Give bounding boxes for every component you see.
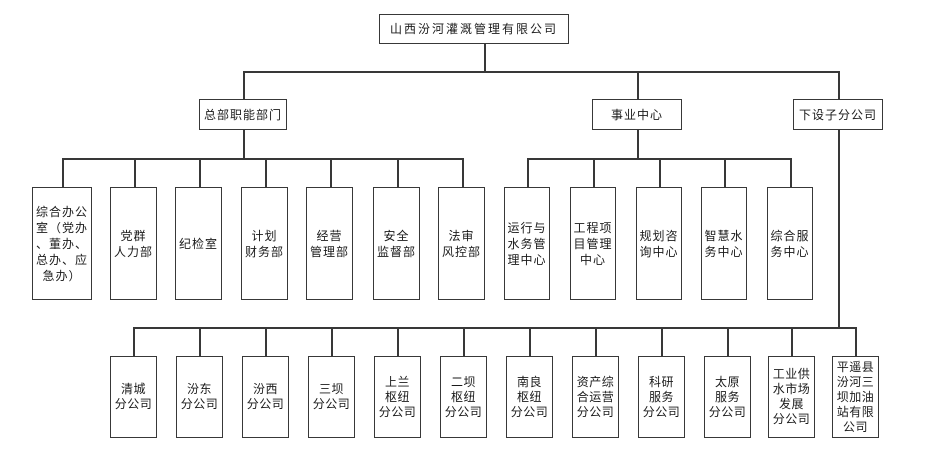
connector-line (529, 327, 531, 356)
org-node-fendong-branch: 汾东 分公司 (176, 356, 223, 438)
org-node-operation-water-mgmt: 运行与 水务管 理中心 (504, 187, 550, 300)
connector-line (659, 158, 661, 187)
connector-line (331, 327, 333, 356)
org-node-qingcheng-branch: 清城 分公司 (110, 356, 157, 438)
connector-line (791, 327, 793, 356)
org-node-root: 山西汾河灌溉管理有限公司 (379, 14, 569, 44)
org-node-general-office: 综合办公 室（党办 、董办、 总办、应 急办） (32, 187, 92, 300)
connector-line (724, 158, 726, 187)
org-node-hq: 总部职能部门 (199, 99, 287, 130)
connector-line (463, 327, 465, 356)
org-node-research-service-branch: 科研 服务 分公司 (638, 356, 685, 438)
connector-line (595, 327, 597, 356)
connector-subsidiaries-drop (838, 71, 840, 99)
org-node-sanba-branch: 三坝 分公司 (308, 356, 355, 438)
org-node-erba-hub-branch: 二坝 枢纽 分公司 (440, 356, 487, 438)
org-node-shanglan-hub-branch: 上兰 枢纽 分公司 (374, 356, 421, 438)
org-node-discipline-office: 纪检室 (175, 187, 222, 300)
org-node-operations-mgmt: 经营 管理部 (306, 187, 353, 300)
org-node-asset-operations-branch: 资产综 合运营 分公司 (572, 356, 619, 438)
connector-line (265, 158, 267, 187)
connector-line (855, 327, 857, 356)
org-node-project-mgmt: 工程项 目管理 中心 (570, 187, 616, 300)
connector-line (265, 327, 267, 356)
connector-line (62, 158, 64, 187)
org-node-pingyao-gas-station: 平遥县 汾河三 坝加油 站有限 公司 (832, 356, 879, 438)
connector-line (462, 158, 464, 187)
connector-subsidiaries-rail (133, 327, 856, 329)
org-node-taiyuan-service-branch: 太原 服务 分公司 (704, 356, 751, 438)
org-node-subsidiaries: 下设子分公司 (793, 99, 883, 130)
org-node-smart-water: 智慧水 务中心 (701, 187, 747, 300)
org-node-party-hr: 党群 人力部 (110, 187, 157, 300)
connector-line (527, 158, 529, 187)
org-node-fenxi-branch: 汾西 分公司 (242, 356, 289, 438)
connector-line (727, 327, 729, 356)
connector-hq-stem (243, 130, 245, 158)
org-node-planning-consulting: 规划咨 询中心 (636, 187, 682, 300)
connector-hq-drop (243, 71, 245, 99)
org-node-planning-finance: 计划 财务部 (241, 187, 288, 300)
org-node-legal-risk: 法审 风控部 (438, 187, 485, 300)
connector-line (661, 327, 663, 356)
connector-line (790, 158, 792, 187)
org-node-industrial-water-branch: 工业供 水市场 发展 分公司 (768, 356, 815, 438)
connector-subsidiaries-stem (838, 130, 840, 327)
org-node-safety-supervision: 安全 监督部 (373, 187, 420, 300)
connector-line (199, 158, 201, 187)
connector-hq-rail (62, 158, 463, 160)
connector-root-drop (484, 44, 486, 71)
connector-level2-rail (243, 71, 839, 73)
connector-business-stem (637, 130, 639, 158)
connector-line (593, 158, 595, 187)
org-node-business-center: 事业中心 (592, 99, 682, 130)
connector-line (134, 158, 136, 187)
connector-line (397, 327, 399, 356)
connector-line (199, 327, 201, 356)
connector-line (397, 158, 399, 187)
connector-line (133, 327, 135, 356)
connector-line (330, 158, 332, 187)
org-node-nanliang-hub-branch: 南良 枢纽 分公司 (506, 356, 553, 438)
connector-business-drop (637, 71, 639, 99)
org-node-comprehensive-service: 综合服 务中心 (767, 187, 813, 300)
